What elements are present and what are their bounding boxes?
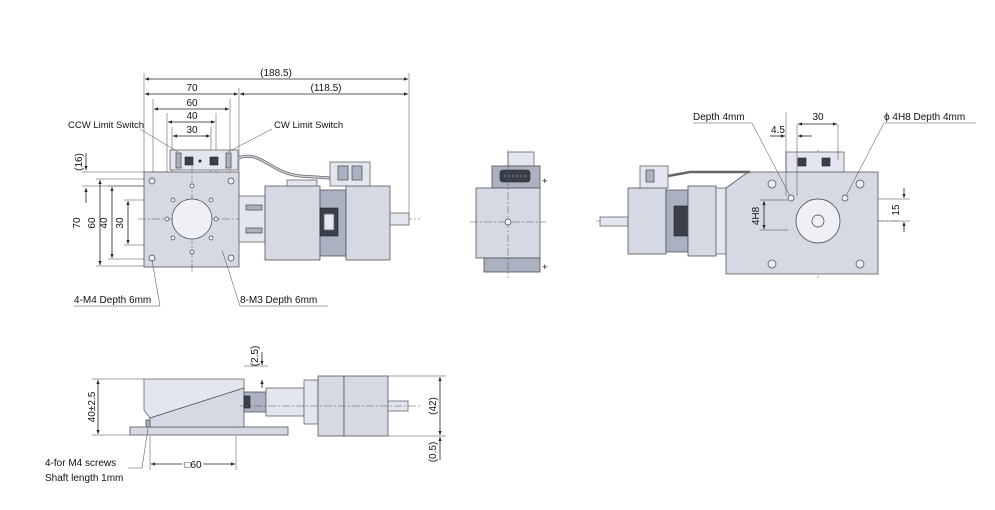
svg-text:+: + bbox=[542, 262, 548, 273]
motor-shaft bbox=[389, 212, 410, 226]
m4-depth-label: 4-M4 Depth 6mm bbox=[74, 295, 151, 306]
dim-height-16: (16) bbox=[74, 153, 85, 171]
motor-flange bbox=[264, 185, 321, 261]
right-view: 4.5 30 15 4H8 Depth 4mm ϕ 4H8 Depth 4mm bbox=[596, 112, 976, 278]
right-motor-body bbox=[627, 187, 667, 255]
dim-height-15: 15 bbox=[891, 204, 902, 216]
svg-text:+: + bbox=[542, 176, 548, 187]
dim-height-70: 70 bbox=[72, 217, 83, 229]
dim-height-40: 40 bbox=[99, 217, 110, 229]
m3-depth-label: 8-M3 Depth 6mm bbox=[240, 295, 317, 306]
phi-4h8-label: ϕ 4H8 Depth 4mm bbox=[884, 112, 965, 123]
dim-offset-2-5: (2.5) bbox=[250, 346, 261, 367]
side-base-plate bbox=[129, 426, 289, 436]
dim-spacing-30: 30 bbox=[812, 112, 824, 123]
dim-height-60: 60 bbox=[87, 217, 98, 229]
dim-overall-length: (188.5) bbox=[260, 68, 292, 79]
dim-width-30: 30 bbox=[186, 125, 198, 136]
m4-holes bbox=[148, 177, 235, 262]
dim-height-40-tolerance: 40±2.5 bbox=[87, 391, 98, 422]
dim-offset-4-5: 4.5 bbox=[771, 125, 785, 136]
m4-screws-label: 4-for M4 screws bbox=[45, 458, 116, 469]
front-view: (188.5) (118.5) 70 60 40 30 (16) 70 60 4… bbox=[68, 68, 420, 307]
dim-height-30: 30 bbox=[115, 217, 126, 229]
dim-width-70: 70 bbox=[186, 83, 198, 94]
depth-4mm-label: Depth 4mm bbox=[693, 112, 745, 123]
dim-motor-length: (118.5) bbox=[311, 83, 342, 94]
dim-square-60: □60 bbox=[184, 460, 202, 471]
dim-4h8-vertical: 4H8 bbox=[751, 206, 762, 225]
dim-width-60: 60 bbox=[186, 98, 198, 109]
side-view: 40±2.5 (2.5) (42) (0.5) □60 4-for M4 scr… bbox=[45, 346, 446, 484]
dim-width-40: 40 bbox=[186, 111, 198, 122]
end-view: + + bbox=[470, 150, 548, 278]
dim-height-42: (42) bbox=[428, 397, 439, 415]
cw-limit-switch-label: CW Limit Switch bbox=[274, 120, 343, 131]
ccw-limit-switch-label: CCW Limit Switch bbox=[68, 120, 144, 131]
motor-body bbox=[345, 185, 391, 261]
dim-offset-0-5: (0.5) bbox=[428, 442, 439, 463]
center-bore bbox=[171, 198, 213, 240]
shaft-length-label: Shaft length 1mm bbox=[45, 473, 123, 484]
m3-holes bbox=[164, 183, 219, 255]
